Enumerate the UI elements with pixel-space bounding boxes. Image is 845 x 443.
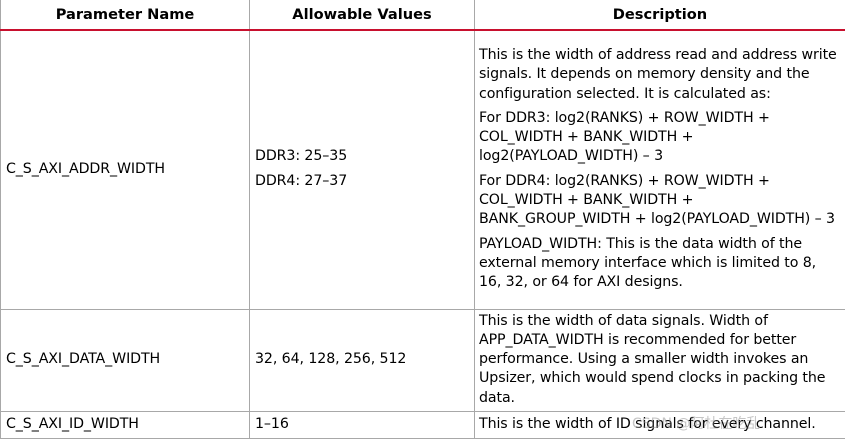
table-row: C_S_AXI_DATA_WIDTH 32, 64, 128, 256, 512… [0, 308, 845, 412]
description-paragraph: PAYLOAD_WIDTH: This is the data width of… [479, 235, 817, 291]
header-allowable-values: Allowable Values [249, 0, 475, 31]
allowable-value: DDR4: 27–37 [255, 172, 348, 189]
description-paragraph: This is the width of ID signals for ever… [479, 415, 816, 432]
allowable-values-cell: 1–16 [249, 410, 475, 439]
parameter-name-cell: C_S_AXI_ADDR_WIDTH [0, 29, 250, 310]
allowable-values-cell: 32, 64, 128, 256, 512 [249, 308, 475, 412]
allowable-values-cell: DDR3: 25–35 DDR4: 27–37 [249, 29, 475, 310]
description-paragraph: For DDR3: log2(RANKS) + ROW_WIDTH + COL_… [479, 109, 770, 165]
parameter-name-cell: C_S_AXI_DATA_WIDTH [0, 308, 250, 412]
parameter-name-cell: C_S_AXI_ID_WIDTH [0, 410, 250, 439]
table-row: C_S_AXI_ADDR_WIDTH DDR3: 25–35 DDR4: 27–… [0, 29, 845, 310]
allowable-value: DDR3: 25–35 [255, 148, 348, 165]
allowable-value: 1–16 [255, 415, 289, 432]
description-paragraph: For DDR4: log2(RANKS) + ROW_WIDTH + COL_… [479, 172, 835, 228]
table-header-row: Parameter Name Allowable Values Descript… [0, 0, 845, 31]
allowable-value: 32, 64, 128, 256, 512 [255, 351, 407, 368]
description-paragraph: This is the width of address read and ad… [479, 46, 837, 102]
header-description: Description [474, 0, 845, 31]
description-paragraph: This is the width of data signals. Width… [479, 312, 826, 406]
header-parameter-name: Parameter Name [0, 0, 250, 31]
description-cell: This is the width of address read and ad… [474, 29, 845, 310]
table-row: C_S_AXI_ID_WIDTH 1–16 This is the width … [0, 410, 845, 439]
description-cell: This is the width of ID signals for ever… [474, 410, 845, 439]
description-cell: This is the width of data signals. Width… [474, 308, 845, 412]
